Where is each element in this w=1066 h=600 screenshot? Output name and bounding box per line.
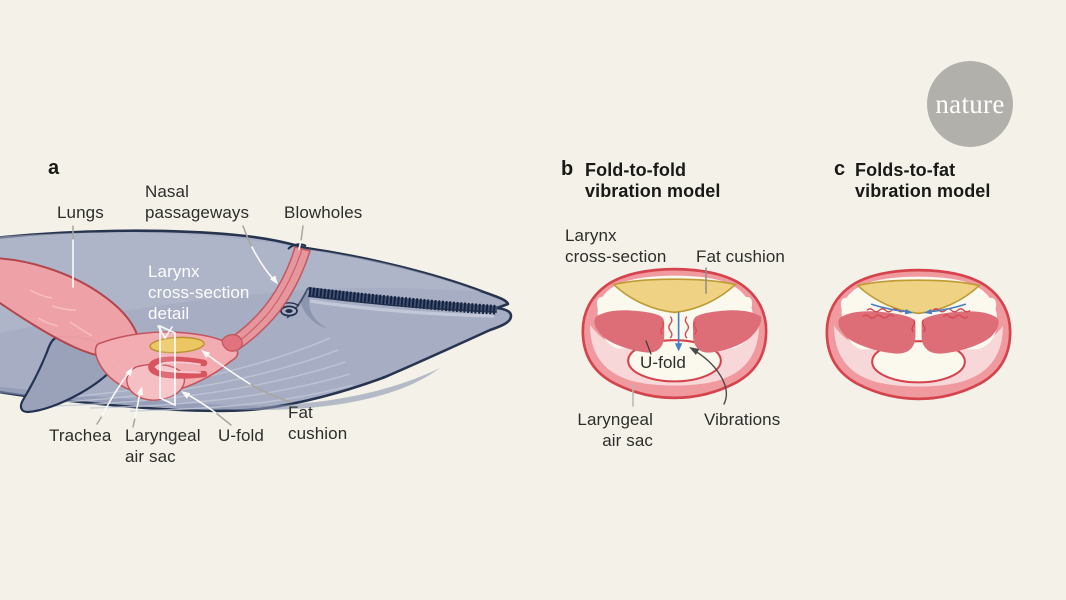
label-trachea: Trachea xyxy=(49,426,112,445)
trachea-arrowhead xyxy=(125,367,133,377)
vocal-fold-right xyxy=(921,311,999,354)
fat-cushion-shape xyxy=(149,336,205,354)
vocal-fold-right xyxy=(693,310,762,353)
whale-belly-shading xyxy=(0,368,440,410)
fat-cushion-leader-line xyxy=(249,383,292,403)
label-nasal-passageways: Nasal passageways xyxy=(145,182,250,222)
fat-cushion-wedge xyxy=(612,278,737,314)
nasal-leader-line xyxy=(242,225,253,248)
larynx-cross-section-diagram-c xyxy=(825,268,1012,401)
trachea-leader-line xyxy=(96,415,103,425)
nature-logo: nature xyxy=(927,61,1013,147)
blowholes-leader-line xyxy=(300,225,304,242)
lower-lip-highlight xyxy=(309,299,495,318)
blowhole-mark xyxy=(287,243,307,250)
vibration-squiggles-b xyxy=(660,316,698,339)
nature-logo-text: nature xyxy=(935,88,1005,119)
larynx-cross-section-diagram-b xyxy=(581,267,768,400)
nasal-arrowhead xyxy=(270,275,278,285)
vibrations-arrow xyxy=(694,350,727,405)
label-fat-cushion-a: Fat cushion xyxy=(288,403,348,443)
vocal-fold-left xyxy=(838,311,916,354)
air-sac-arrowhead xyxy=(136,386,144,396)
label-u-fold-a: U-fold xyxy=(218,426,264,445)
label-lungs: Lungs xyxy=(57,203,104,222)
lung-texture xyxy=(29,289,93,337)
fat-cushion-arrowhead xyxy=(201,350,211,358)
nasal-passage-divider xyxy=(236,248,303,344)
label-laryngeal-air-sac-a: Laryngeal air sac xyxy=(125,426,201,466)
eye xyxy=(279,302,300,317)
panel-b-title: Fold-to-fold vibration model xyxy=(585,160,721,201)
u-fold-arrowhead xyxy=(181,391,191,399)
panel-b-letter: b xyxy=(561,158,574,180)
label-blowholes: Blowholes xyxy=(284,203,363,222)
label-larynx-detail: Larynx cross-section detail xyxy=(148,262,250,323)
panel-a-letter: a xyxy=(48,157,60,179)
fat-cushion-wedge xyxy=(856,279,981,315)
larynx-detail-pointer xyxy=(157,325,173,340)
airflow-arrows-inward xyxy=(870,303,967,315)
panel-b-leader-lines xyxy=(632,267,727,407)
airflow-arrow-down xyxy=(674,312,683,352)
label-vibrations-b: Vibrations xyxy=(704,410,781,429)
whale-upper-highlight xyxy=(0,232,482,333)
panel-c-letter: c xyxy=(834,158,846,180)
label-larynx-cross-section-b: Larynx cross-section xyxy=(565,226,667,266)
u-fold-leader-line xyxy=(215,412,232,426)
label-laryngeal-air-sac-b: Laryngeal air sac xyxy=(577,410,653,450)
u-fold-shape xyxy=(148,356,208,379)
air-sac-leader-line xyxy=(132,417,136,428)
panel-c-title: Folds-to-fat vibration model xyxy=(855,160,991,201)
label-u-fold-b: U-fold xyxy=(640,353,686,372)
baleen-bristles xyxy=(308,287,497,315)
cross-section-plane xyxy=(159,324,176,407)
vibrations-arrowhead xyxy=(689,347,700,355)
u-fold-b-pointer xyxy=(645,340,652,355)
mouth-corner-shading xyxy=(301,291,328,329)
panel-a-leader-lines xyxy=(72,225,304,428)
whale-illustration xyxy=(0,229,513,414)
label-fat-cushion-b: Fat cushion xyxy=(696,247,785,266)
mouth-line xyxy=(307,295,497,313)
epiglottis-flap xyxy=(221,334,243,352)
